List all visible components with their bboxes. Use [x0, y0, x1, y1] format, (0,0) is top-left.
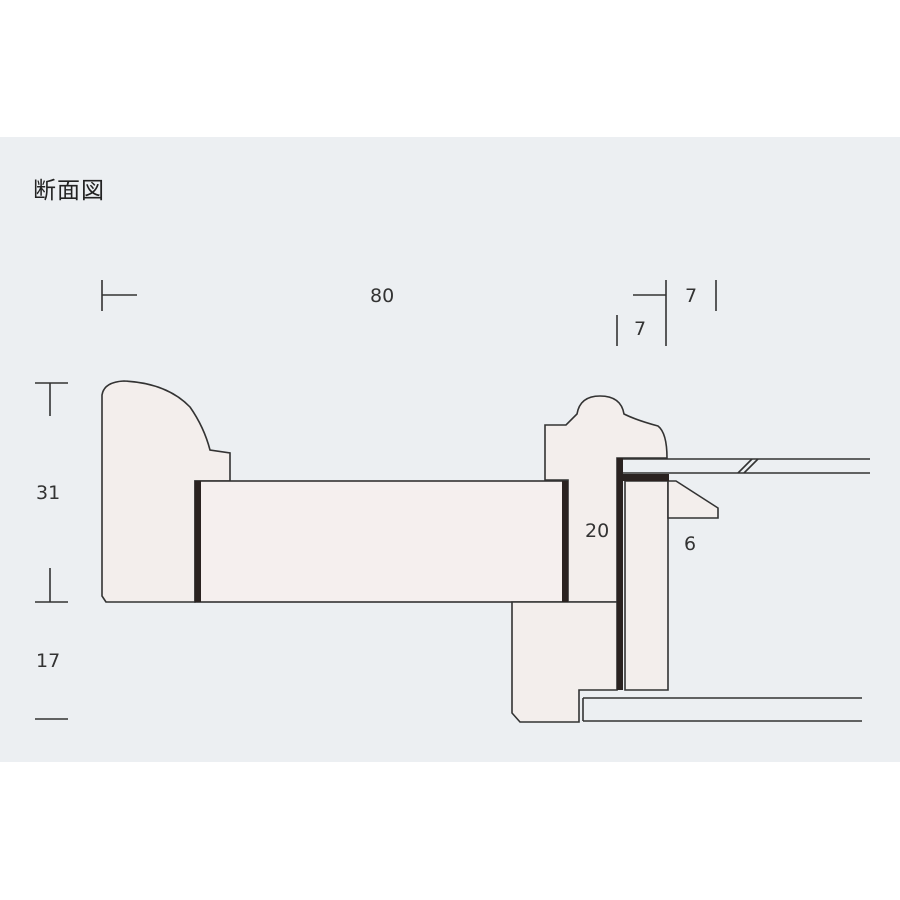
inner-bead-profile [544, 395, 668, 603]
dim-rabbet-label: 20 [585, 520, 610, 542]
rabbet-top-line [617, 474, 669, 481]
glass-stop [667, 480, 719, 519]
glazing-and-backing [582, 458, 870, 722]
rabbet-vertical-line [617, 458, 623, 690]
glass-hatch-2 [743, 458, 759, 474]
dim-glass-gap-label: 6 [684, 533, 697, 555]
dim-lip-inner-label: 7 [634, 318, 647, 340]
outer-moulding-profile [101, 380, 231, 603]
frame-moulding [101, 380, 719, 723]
glass-hatch-1 [737, 458, 753, 474]
inner-leg [624, 480, 669, 691]
dim-lip-outer-label: 7 [685, 285, 698, 307]
diagram-title: 断面図 [33, 178, 105, 204]
dark-edges [195, 458, 669, 690]
dimension-markers [35, 280, 717, 720]
lower-step-block [511, 601, 618, 723]
face-strip [194, 480, 569, 603]
dim-height-top-label: 31 [36, 482, 61, 504]
dim-width-label: 80 [370, 285, 395, 307]
face-right-edge [562, 481, 568, 602]
dim-height-bottom-label: 17 [36, 650, 61, 672]
face-left-edge [195, 481, 201, 602]
